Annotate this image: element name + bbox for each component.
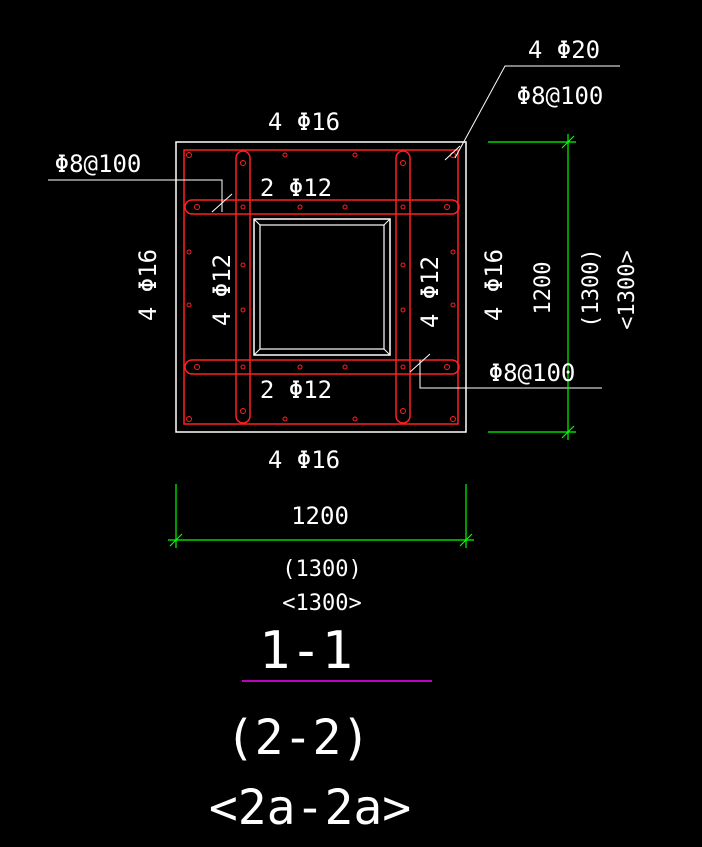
section-alt1: (2-2) — [226, 710, 371, 766]
label-bottom-main: 4 Φ16 — [268, 446, 340, 474]
label-corner-stirrup: Φ8@100 — [517, 82, 604, 110]
label-inner-top: 2 Φ12 — [260, 174, 332, 202]
hollow-core-outer — [253, 218, 391, 356]
rebar-dots — [186, 152, 456, 422]
section-alt2: <2a-2a> — [209, 780, 411, 836]
dim-horizontal-alt1: (1300) — [282, 557, 361, 582]
label-corner-bars: 4 Φ20 — [528, 36, 600, 64]
vertical-ties — [235, 150, 411, 424]
outer-stirrup — [183, 149, 459, 425]
dim-vertical: 1200 — [531, 262, 556, 315]
label-left-main: 4 Φ16 — [134, 249, 162, 321]
leader-lines — [48, 65, 620, 389]
column-outline — [175, 141, 467, 433]
vertical-dimension — [488, 134, 576, 440]
horizontal-ties — [184, 199, 460, 375]
label-top-main: 4 Φ16 — [268, 108, 340, 136]
label-left-stirrup: Φ8@100 — [55, 150, 142, 178]
dim-horizontal: 1200 — [291, 502, 349, 530]
dim-vertical-alt1: (1300) — [579, 248, 604, 327]
dim-vertical-alt2: <1300> — [615, 250, 640, 329]
horizontal-dimension — [168, 484, 474, 548]
dim-horizontal-alt2: <1300> — [282, 591, 361, 616]
label-inner-left: 4 Φ12 — [208, 254, 236, 326]
label-inner-bottom: 2 Φ12 — [260, 376, 332, 404]
label-inner-right: 4 Φ12 — [416, 256, 444, 328]
section-title: 1-1 — [259, 621, 353, 681]
label-right-main: 4 Φ16 — [480, 249, 508, 321]
label-right-stirrup: Φ8@100 — [489, 359, 576, 387]
hollow-core-inner — [259, 224, 385, 350]
